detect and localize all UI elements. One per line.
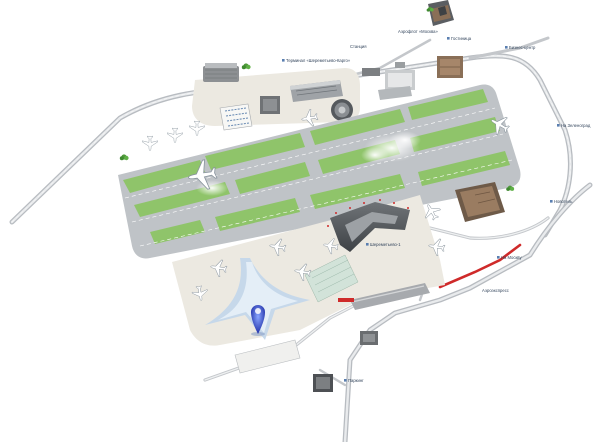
label-hotel-top: Гостиница — [447, 36, 472, 41]
svg-text:Аэрофлот «Москва»: Аэрофлот «Москва» — [398, 29, 438, 34]
location-pin-icon[interactable] — [251, 305, 265, 336]
airplane-icon — [142, 135, 158, 151]
label-parking: Паркинг — [344, 378, 364, 383]
label-business-center: Бизнес-центр — [505, 45, 536, 50]
terminal-pier — [205, 258, 310, 340]
novotel-complex — [455, 182, 505, 222]
svg-text:На Зеленоград: На Зеленоград — [561, 123, 591, 128]
aeroexpress-station — [338, 283, 430, 310]
label-aeroflot: Аэрофлот «Москва» — [398, 29, 438, 34]
aeroexpress-rail-line — [438, 243, 522, 289]
runway-markings — [124, 107, 513, 247]
cloud-icon — [361, 131, 421, 163]
station-building — [360, 331, 378, 345]
label-terminal-1: Шереметьево-1 — [366, 242, 401, 247]
svg-text:Паркинг: Паркинг — [348, 378, 364, 383]
office-block — [219, 103, 253, 131]
terminal-1-building — [290, 80, 343, 102]
label-to-moscow: На Москву — [497, 255, 522, 260]
label-cargo: Терминал «Шереметьево-Карго» — [282, 58, 351, 63]
svg-text:Станция: Станция — [350, 44, 367, 49]
svg-text:На Москву: На Москву — [501, 255, 522, 260]
svg-text:Аэроэкспресс: Аэроэкспресс — [482, 288, 509, 293]
cargo-terminal-building — [203, 63, 239, 82]
svg-text:Новотель: Новотель — [554, 199, 573, 204]
runway-field — [118, 84, 521, 259]
svg-text:Терминал «Шереметьево-Карго»: Терминал «Шереметьево-Карго» — [286, 58, 351, 63]
label-novotel: Новотель — [550, 199, 573, 204]
round-terminal — [331, 99, 353, 121]
map-labels: Терминал «Шереметьево-Карго» Аэрофлот «М… — [282, 29, 591, 383]
label-station: Станция — [350, 44, 367, 49]
label-to-zelenograd: На Зеленоград — [557, 123, 591, 128]
business-center-building — [437, 56, 463, 78]
hotel-building — [428, 0, 454, 26]
glass-terminal — [304, 254, 359, 303]
hangar-cluster — [362, 62, 415, 100]
label-aeroexpress: Аэроэкспресс — [482, 288, 509, 293]
svg-text:Шереметьево-1: Шереметьево-1 — [370, 242, 401, 247]
svg-text:Бизнес-центр: Бизнес-центр — [509, 45, 536, 50]
airplane-icon — [167, 127, 183, 143]
hotel-south-building — [313, 374, 333, 392]
terminal-d-e-f-complex — [327, 199, 410, 252]
parking-building — [234, 339, 301, 374]
svg-text:Гостиница: Гостиница — [451, 36, 472, 41]
